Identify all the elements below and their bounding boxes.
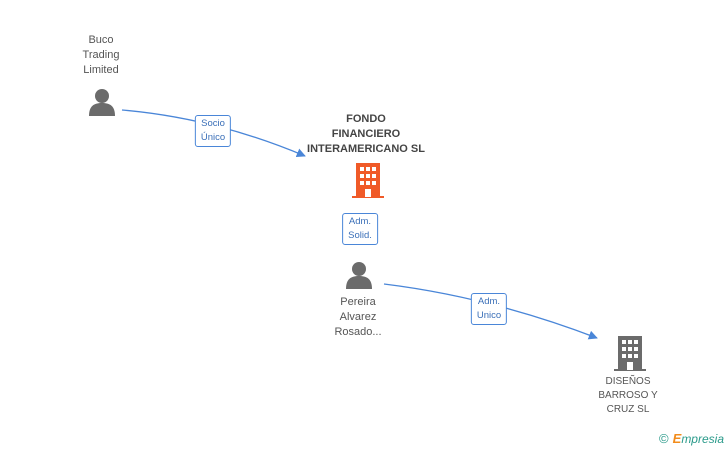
edge-label-line: Solid.	[348, 230, 372, 241]
building-icon[interactable]	[352, 163, 384, 198]
brand-footer: © Empresia	[659, 431, 724, 446]
node-label-line: CRUZ SL	[606, 404, 650, 415]
node-label-line: Pereira	[340, 296, 376, 308]
node-label-line: Rosado...	[334, 326, 382, 338]
node-label-line: Buco	[88, 34, 114, 46]
node-label-line: Trading	[82, 49, 120, 61]
brand-logo-initial: E	[672, 431, 682, 446]
copyright-icon: ©	[659, 431, 669, 446]
node-label-buco-trading-limited[interactable]: Buco Trading Limited	[83, 33, 120, 78]
node-label-line: Limited	[83, 64, 119, 76]
edge-label-adm-unico[interactable]: Adm. Unico	[470, 293, 508, 325]
node-label-disenos-barroso[interactable]: DISEÑOS BARROSO Y CRUZ SL	[598, 375, 657, 417]
node-label-line: FONDO	[346, 113, 386, 125]
edge-label-line: Único	[200, 132, 226, 143]
edge-label-adm-solid[interactable]: Adm. Solid.	[342, 213, 378, 245]
edge-label-line: Adm.	[348, 216, 372, 227]
node-label-line: FINANCIERO	[331, 128, 401, 140]
node-label-line: Alvarez	[339, 311, 377, 323]
edge-label-socio-unico[interactable]: Socio Único	[194, 115, 232, 147]
brand-logo-text: mpresia	[681, 432, 724, 446]
node-label-line: INTERAMERICANO SL	[307, 143, 425, 155]
node-label-fondo-financiero[interactable]: FONDO FINANCIERO INTERAMERICANO SL	[307, 112, 425, 157]
edge-label-line: Unico	[476, 310, 502, 321]
node-label-line: BARROSO Y	[598, 390, 658, 401]
edge-label-line: Socio	[201, 118, 225, 129]
node-label-line: DISEÑOS	[605, 376, 651, 387]
node-label-pereira-alvarez[interactable]: Pereira Alvarez Rosado...	[334, 295, 381, 340]
person-icon[interactable]	[89, 89, 115, 116]
brand-logo[interactable]: Empresia	[673, 431, 724, 446]
building-icon[interactable]	[614, 336, 646, 371]
edge-label-line: Adm.	[477, 296, 501, 307]
person-icon[interactable]	[346, 262, 372, 289]
